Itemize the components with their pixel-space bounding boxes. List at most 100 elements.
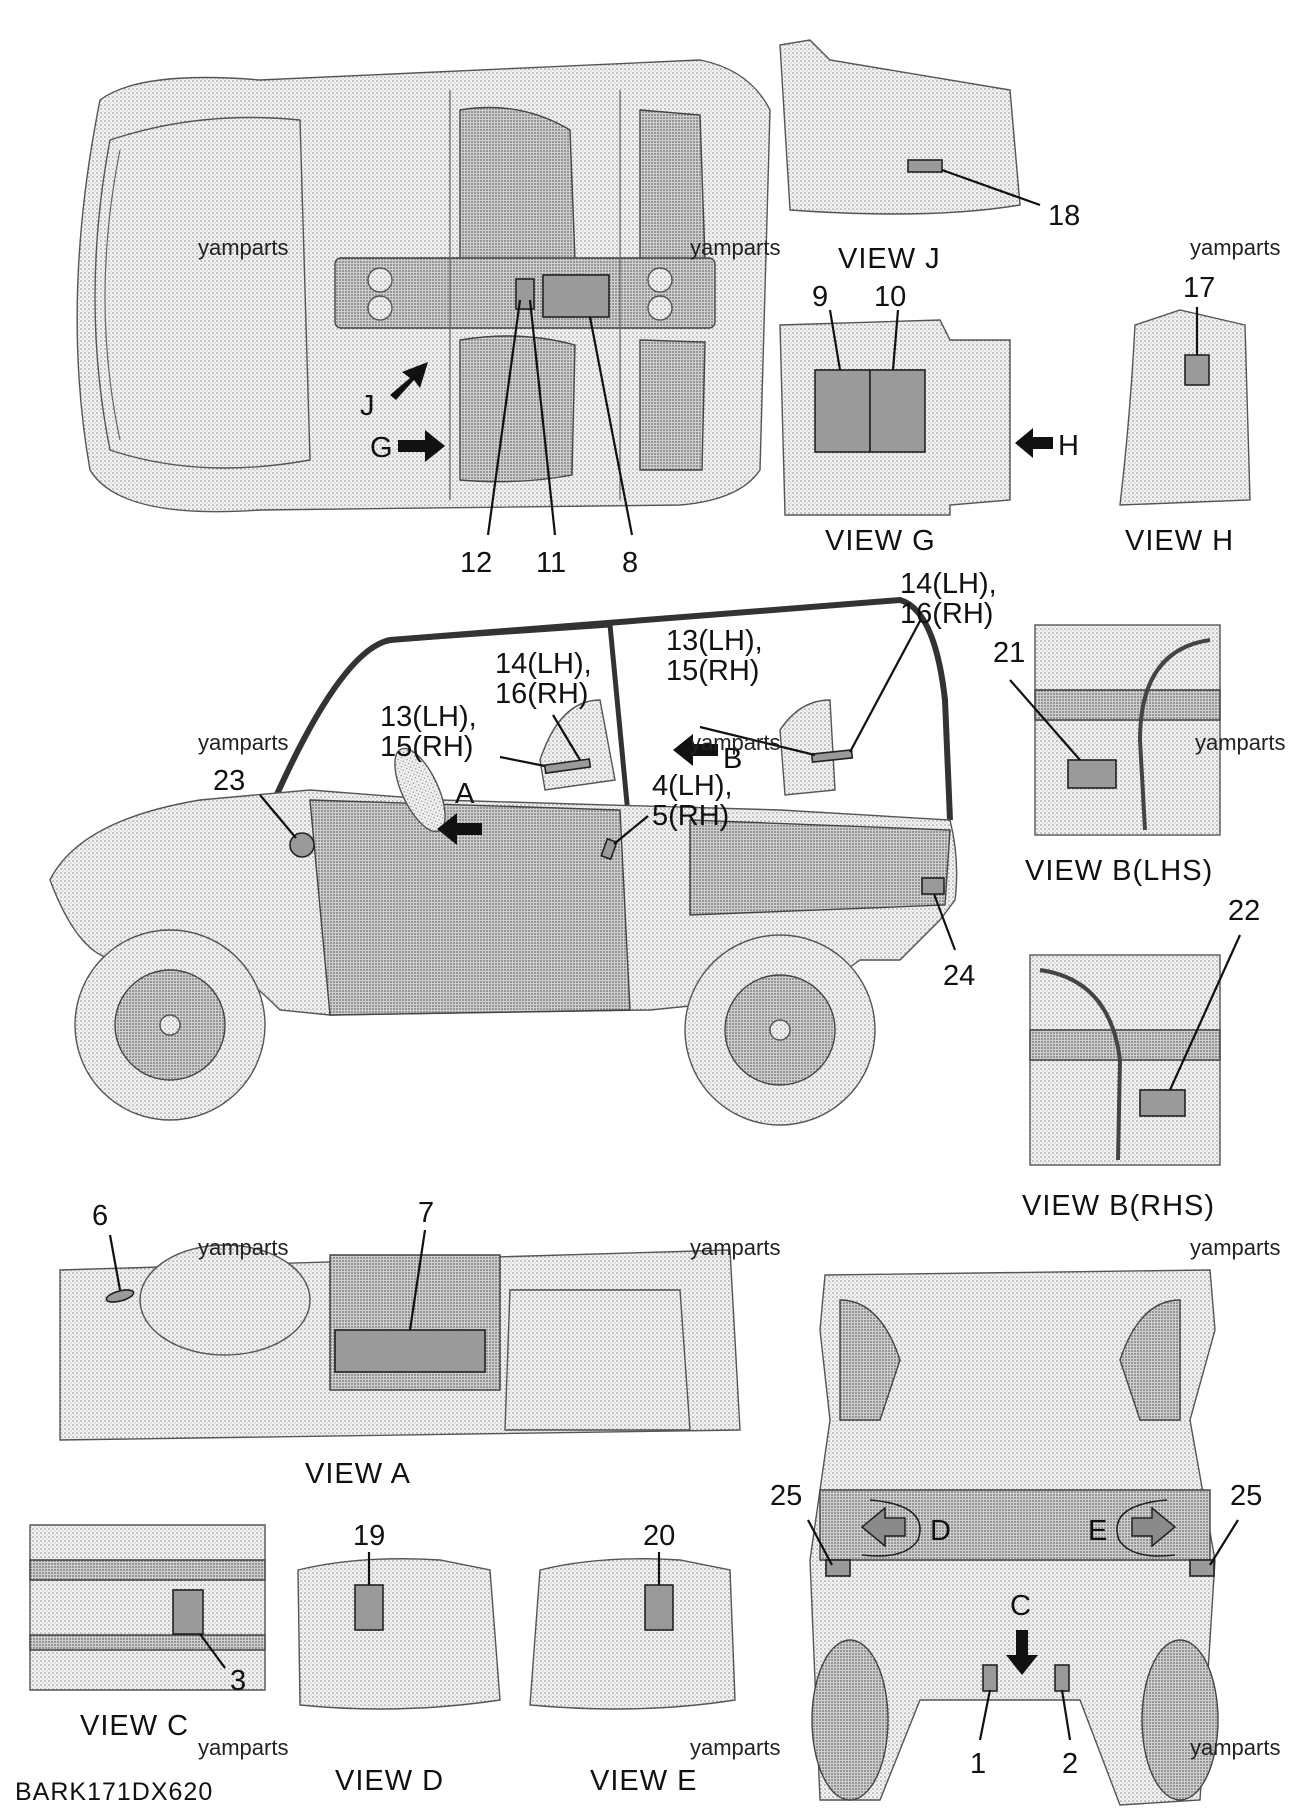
top-view: J G 12 11 8 yamparts [76,59,771,579]
view-e-title: VIEW E [590,1765,698,1797]
view-b-lhs: 21 VIEW B(LHS) yamparts [993,624,1285,887]
view-j-title: VIEW J [838,243,941,275]
view-d-arrow [860,1506,906,1548]
view-h-arrow [1015,428,1053,458]
side-view: A B 23 13(LH), 15(RH) 14(LH), 16(RH) 13(… [49,568,997,1126]
view-j: 18 VIEW J yamparts [690,39,1080,275]
callout-13-15-left-b: 15(RH) [380,731,473,763]
diagram-code: BARK171DX620 [15,1778,213,1806]
view-a-title: VIEW A [305,1458,411,1490]
callout-12: 12 [460,547,492,579]
view-e-arrow [1131,1506,1177,1548]
callout-24: 24 [943,960,975,992]
callout-25-right: 25 [1230,1480,1262,1512]
callout-21: 21 [993,637,1025,669]
decal-2 [1054,1664,1070,1692]
view-b-arrow [673,734,718,766]
callout-1: 1 [970,1748,986,1780]
view-g-arrow [398,430,445,462]
callout-11: 11 [536,547,566,579]
callout-22: 22 [1228,895,1260,927]
callout-25-left: 25 [770,1480,802,1512]
view-d-title: VIEW D [335,1765,444,1797]
callout-20: 20 [643,1520,675,1552]
watermark: yamparts [1190,1235,1280,1260]
view-c-title: VIEW C [80,1710,189,1742]
view-b-lhs-title: VIEW B(LHS) [1025,855,1213,887]
watermark: yamparts [1190,235,1280,260]
decal-18 [907,159,943,173]
decal-9 [814,369,871,453]
decal-23 [289,832,315,858]
decal-13-15-front [543,758,592,775]
callout-4-5-b: 5(RH) [652,800,729,832]
callout-18: 18 [1048,200,1080,232]
callout-3: 3 [230,1665,246,1697]
arrow-a-label: A [455,778,475,810]
decal-7 [334,1329,486,1373]
callout-13-15-right-a: 13(LH), [666,625,763,657]
callout-14-16-left-a: 14(LH), [495,648,592,680]
view-g: 9 10 H VIEW G [779,281,1079,557]
watermark: yamparts [690,730,780,755]
decal-4-5 [600,837,618,861]
watermark: yamparts [198,1735,288,1760]
decal-21 [1067,759,1117,789]
watermark: yamparts [690,235,780,260]
callout-9: 9 [812,281,828,313]
arrow-g-label: G [370,432,393,464]
view-h-title: VIEW H [1125,525,1234,557]
callout-14-16-right-a: 14(LH), [900,568,997,600]
callout-10: 10 [874,281,906,313]
callout-4-5-a: 4(LH), [652,770,733,802]
callout-13-15-right-b: 15(RH) [666,655,759,687]
callout-7: 7 [418,1197,434,1229]
arrow-b-label: B [723,743,742,775]
decal-1 [982,1664,998,1692]
decal-24 [921,877,945,895]
decal-3 [172,1589,204,1635]
decal-13-15-rear [810,749,854,763]
decal-10 [869,369,926,453]
decal-22 [1139,1089,1186,1117]
callout-14-16-left-b: 16(RH) [495,678,588,710]
arrow-d-label: D [930,1515,951,1547]
watermark: yamparts [1195,730,1285,755]
callout-13-15-left-a: 13(LH), [380,701,477,733]
decal-17 [1184,354,1210,386]
callout-2: 2 [1062,1748,1078,1780]
view-j-arrow [390,362,428,400]
view-g-title: VIEW G [825,525,936,557]
view-c: 3 VIEW C [29,1524,266,1742]
decal-6 [105,1289,135,1303]
view-c-arrow [1006,1630,1038,1675]
view-b-rhs-title: VIEW B(RHS) [1022,1190,1215,1222]
callout-19: 19 [353,1520,385,1552]
callout-23: 23 [213,765,245,797]
arrow-j-label: J [360,390,375,422]
arrow-e-label: E [1088,1515,1107,1547]
watermark: yamparts [1190,1735,1280,1760]
watermark: yamparts [690,1735,780,1760]
arrow-c-label: C [1010,1590,1031,1622]
callout-14-16-right-b: 16(RH) [900,598,993,630]
view-d: 19 VIEW D [297,1520,501,1797]
watermark: yamparts [690,1235,780,1260]
rear-view: D E C 25 25 1 2 yamparts yamparts [770,1235,1280,1806]
arrow-h-label: H [1058,430,1079,462]
watermark: yamparts [198,235,288,260]
view-e: 20 VIEW E [529,1520,736,1797]
decal-20 [644,1584,674,1631]
decal-19 [354,1584,384,1631]
view-h: 17 VIEW H yamparts [1119,235,1280,557]
watermark: yamparts [198,1235,288,1260]
callout-17: 17 [1183,272,1215,304]
callout-8: 8 [622,547,638,579]
callout-6: 6 [92,1200,108,1232]
decal-8 [542,274,610,318]
view-a-arrow [437,813,482,845]
decal-25-right [1189,1559,1215,1577]
view-a: 6 7 VIEW A yamparts yamparts [59,1197,780,1490]
view-b-rhs: 22 VIEW B(RHS) [1022,895,1260,1222]
